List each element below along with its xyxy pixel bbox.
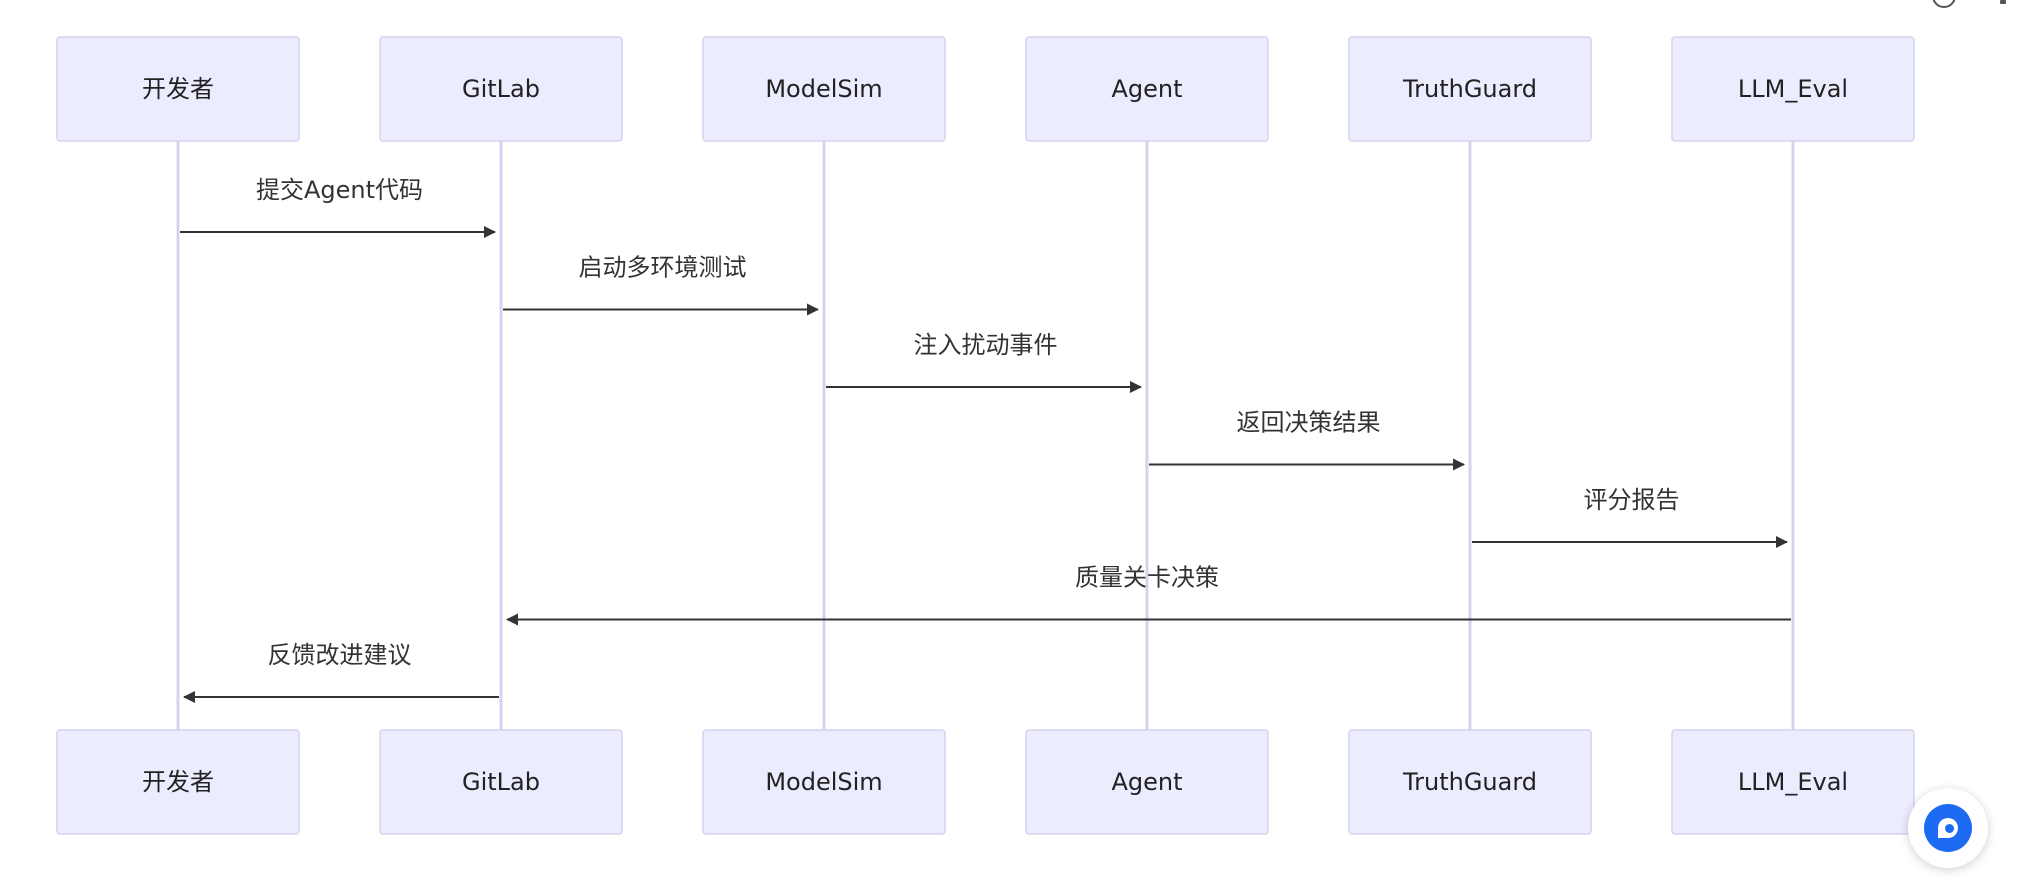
actor-box: [1025, 36, 1269, 142]
actor-truthguard-bottom[interactable]: TruthGuard: [1348, 729, 1592, 835]
actor-label: GitLab: [462, 768, 540, 796]
actor-truthguard-top[interactable]: TruthGuard: [1348, 36, 1592, 142]
actor-box: [702, 36, 946, 142]
actor-llm_eval-bottom[interactable]: LLM_Eval: [1671, 729, 1915, 835]
message-label: 提交Agent代码: [256, 176, 423, 204]
message-6: 质量关卡决策: [506, 564, 1791, 626]
message-7: 反馈改进建议: [183, 641, 499, 703]
chat-button[interactable]: [1908, 788, 1988, 868]
actors-top: 开发者 GitLab ModelSim Agent TruthGuard LLM_Eval: [56, 36, 1915, 142]
actor-modelsim-top[interactable]: ModelSim: [702, 36, 946, 142]
actor-dev-bottom[interactable]: 开发者: [56, 729, 300, 835]
actor-box: [702, 729, 946, 835]
menu-dot-icon[interactable]: [2000, 0, 2006, 4]
actor-label: Agent: [1111, 75, 1182, 103]
actor-box: [56, 36, 300, 142]
actor-box: [379, 36, 623, 142]
actor-label: GitLab: [462, 75, 540, 103]
lifelines: [176, 141, 1795, 730]
actor-agent-bottom[interactable]: Agent: [1025, 729, 1269, 835]
actor-box: [1025, 729, 1269, 835]
actor-label: TruthGuard: [1402, 75, 1537, 103]
actor-dev-top[interactable]: 开发者: [56, 36, 300, 142]
actors-bottom: 开发者 GitLab ModelSim Agent TruthGuard LLM_Eval: [56, 729, 1915, 835]
actor-modelsim-bottom[interactable]: ModelSim: [702, 729, 946, 835]
actor-box: [379, 729, 623, 835]
actor-box: [1671, 36, 1915, 142]
message-label: 返回决策结果: [1237, 409, 1381, 437]
message-2: 启动多环境测试: [503, 254, 819, 316]
actor-gitlab-top[interactable]: GitLab: [379, 36, 623, 142]
actor-box: [1671, 729, 1915, 835]
actor-label: LLM_Eval: [1738, 768, 1848, 796]
actor-box: [1348, 729, 1592, 835]
actor-label: TruthGuard: [1402, 768, 1537, 796]
message-5: 评分报告: [1472, 486, 1788, 548]
actor-label: ModelSim: [765, 768, 882, 796]
message-label: 质量关卡决策: [1075, 564, 1219, 592]
message-1: 提交Agent代码: [180, 176, 496, 238]
actor-box: [1348, 36, 1592, 142]
message-label: 评分报告: [1584, 486, 1680, 514]
actor-agent-top[interactable]: Agent: [1025, 36, 1269, 142]
actor-llm_eval-top[interactable]: LLM_Eval: [1671, 36, 1915, 142]
actor-label: ModelSim: [765, 75, 882, 103]
actor-gitlab-bottom[interactable]: GitLab: [379, 729, 623, 835]
actor-label: 开发者: [142, 768, 214, 796]
actor-label: Agent: [1111, 768, 1182, 796]
actor-box: [56, 729, 300, 835]
chat-bubble-icon: [1924, 804, 1972, 852]
message-label: 注入扰动事件: [914, 331, 1058, 359]
message-4: 返回决策结果: [1149, 409, 1465, 471]
actor-label: 开发者: [142, 75, 214, 103]
message-label: 启动多环境测试: [579, 254, 747, 282]
message-label: 反馈改进建议: [268, 641, 412, 669]
message-3: 注入扰动事件: [826, 331, 1142, 393]
actor-label: LLM_Eval: [1738, 75, 1848, 103]
messages: 提交Agent代码启动多环境测试注入扰动事件返回决策结果评分报告质量关卡决策反馈…: [180, 176, 1791, 703]
